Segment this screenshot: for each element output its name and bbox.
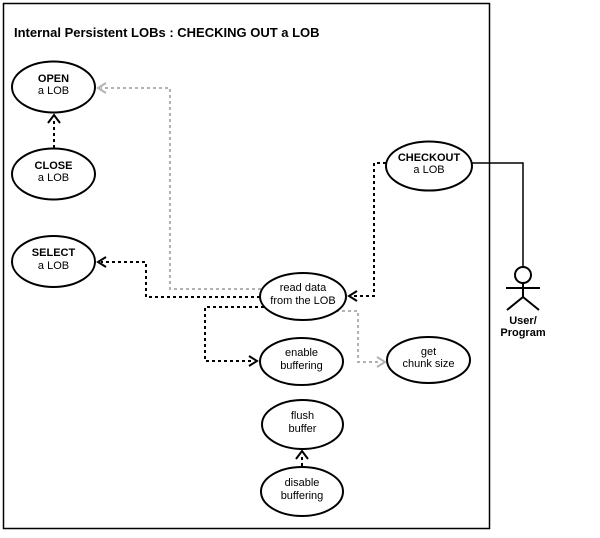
usecase-label-line1: disable xyxy=(285,477,320,489)
arrowhead-right-icon xyxy=(248,355,259,367)
usecase-label-line1: flush xyxy=(291,410,314,422)
arrowhead-left-icon xyxy=(96,82,107,94)
usecase-close-a-lob: CLOSE a LOB xyxy=(11,147,96,201)
usecase-checkout-a-lob: CHECKOUT a LOB xyxy=(385,140,473,192)
arrowhead-left-icon xyxy=(96,256,107,268)
usecase-ellipse xyxy=(259,337,344,386)
usecase-ellipse xyxy=(259,272,347,321)
usecase-get-chunk-size: get chunk size xyxy=(386,336,471,384)
usecase-label-line2: buffering xyxy=(280,360,323,372)
usecase-ellipse xyxy=(261,399,344,450)
diagram-border xyxy=(2,2,491,530)
edge-line xyxy=(336,310,380,363)
actor-right-leg-icon xyxy=(522,296,540,311)
arrowhead-right-icon xyxy=(376,356,387,368)
edge-checkout-to-read-data xyxy=(347,162,386,302)
diagram-title: Internal Persistent LOBs : CHECKING OUT … xyxy=(14,25,320,40)
usecase-label-line1: read data xyxy=(280,282,327,294)
edge-read-data-to-select xyxy=(96,256,260,298)
usecase-label-line1: enable xyxy=(285,347,318,359)
edge-disable-buffering-to-flush-buffer xyxy=(295,449,309,466)
edge-close-to-open xyxy=(47,113,61,148)
edge-line xyxy=(101,87,261,290)
usecase-open-a-lob: OPEN a LOB xyxy=(11,60,96,114)
usecase-label-line2: chunk size xyxy=(403,358,455,370)
actor-label-line1: User/ xyxy=(509,315,537,327)
edge-read-data-to-open-optional xyxy=(96,82,261,290)
usecase-ellipse xyxy=(11,235,96,288)
usecase-label-line1: CLOSE xyxy=(35,160,73,172)
usecase-label-line1: get xyxy=(421,346,436,358)
actor-label-line2: Program xyxy=(500,327,545,339)
usecase-label-line1: SELECT xyxy=(32,247,76,259)
usecase-ellipse xyxy=(386,336,471,384)
usecase-label-line2: a LOB xyxy=(413,164,444,176)
usecase-label-line1: OPEN xyxy=(38,73,69,85)
actor-user-program: User/ Program xyxy=(500,266,546,339)
usecase-ellipse xyxy=(260,466,344,517)
arrowhead-up-icon xyxy=(47,113,61,124)
usecase-ellipse xyxy=(11,60,96,114)
actor-head-icon xyxy=(514,266,532,284)
usecase-label-line2: a LOB xyxy=(38,172,69,184)
usecase-ellipse xyxy=(385,140,473,192)
usecase-label-line2: buffering xyxy=(281,490,324,502)
actor-left-leg-icon xyxy=(506,296,524,311)
edge-line xyxy=(204,306,264,362)
usecase-label-line2: buffer xyxy=(289,423,317,435)
usecase-ellipse xyxy=(11,147,96,201)
usecase-label-line2: from the LOB xyxy=(270,295,335,307)
usecase-enable-buffering: enable buffering xyxy=(259,337,344,386)
usecase-flush-buffer: flush buffer xyxy=(261,399,344,450)
usecase-label-line2: a LOB xyxy=(38,260,69,272)
edge-read-data-to-get-chunk-size-optional xyxy=(336,310,387,368)
usecase-read-data-from-the-lob: read data from the LOB xyxy=(259,272,347,321)
usecase-label-line1: CHECKOUT xyxy=(398,152,461,164)
edge-line xyxy=(101,261,260,298)
association-checkout-to-actor xyxy=(472,162,524,267)
arrowhead-left-icon xyxy=(347,290,358,302)
edge-read-data-to-enable-buffering xyxy=(204,306,264,367)
usecase-select-a-lob: SELECT a LOB xyxy=(11,235,96,288)
usecase-label-line2: a LOB xyxy=(38,85,69,97)
arrowhead-up-icon xyxy=(295,449,309,460)
edge-line xyxy=(352,162,386,297)
usecase-disable-buffering: disable buffering xyxy=(260,466,344,517)
